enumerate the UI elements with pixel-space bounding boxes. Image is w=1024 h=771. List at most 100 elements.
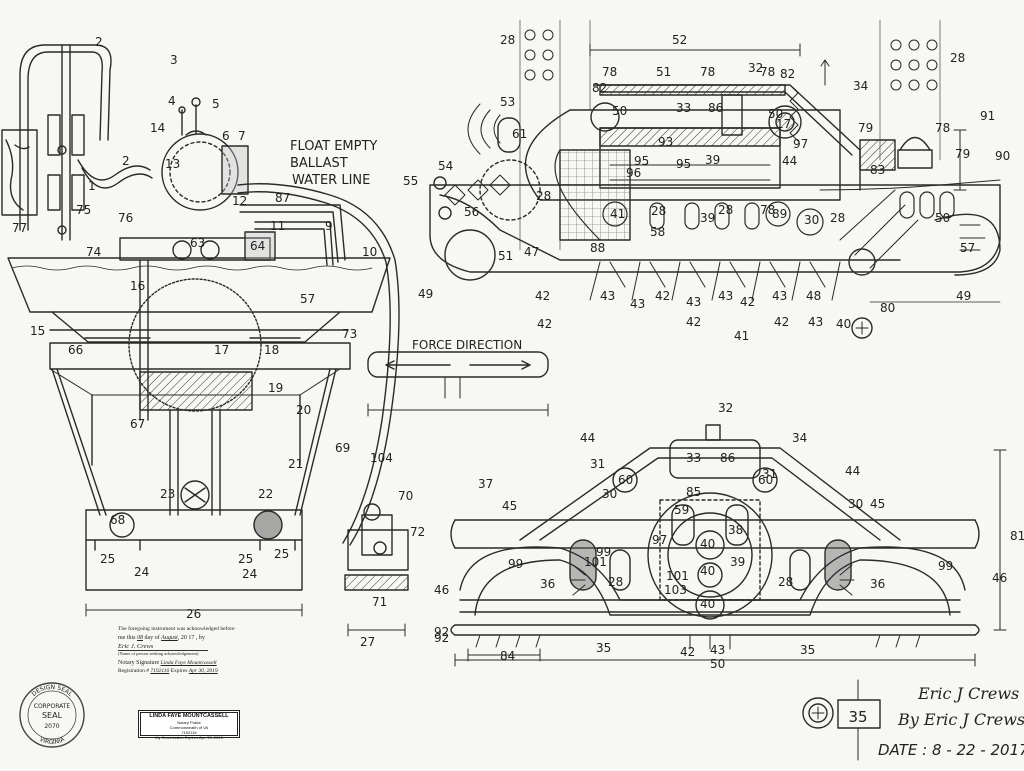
reference-numeral: 85 xyxy=(686,485,701,499)
reference-numeral: 81 xyxy=(1010,529,1024,543)
reference-numeral: 13 xyxy=(165,157,180,171)
notary-registration: 7192116 xyxy=(150,668,170,674)
reference-numeral: 41 xyxy=(610,207,625,221)
reference-numeral: 24 xyxy=(134,565,149,579)
reference-numeral: 60 xyxy=(758,473,773,487)
reference-numeral: 28 xyxy=(536,189,551,203)
reference-numeral: 57 xyxy=(300,292,315,306)
reference-numeral: 20 xyxy=(296,403,311,417)
notary-day: 08 xyxy=(137,635,143,641)
reference-numeral: 92 xyxy=(434,631,449,645)
reference-numeral: 70 xyxy=(398,489,413,503)
reference-numeral: 38 xyxy=(728,523,743,537)
top-right-vessel-drawing xyxy=(429,19,1001,339)
reference-numeral: 54 xyxy=(438,159,453,173)
reference-numeral: 79 xyxy=(955,147,970,161)
notary-acknowledgement-block: The foregoing instrument was acknowledge… xyxy=(118,626,278,674)
reference-numeral: 83 xyxy=(870,163,885,177)
reference-numeral: 82 xyxy=(592,81,607,95)
reference-numeral: 93 xyxy=(658,135,673,149)
notary-line2-prefix: me this xyxy=(118,635,136,641)
reference-numeral: 101 xyxy=(666,569,689,583)
notary-registration-line: Registration # 7192116 Expires Apr 30, 2… xyxy=(118,668,278,674)
reference-numeral: 82 xyxy=(780,67,795,81)
reference-numeral: 39 xyxy=(705,153,720,167)
reference-numeral: 57 xyxy=(960,241,975,255)
reference-numeral: 34 xyxy=(792,431,807,445)
reference-numeral: 2 xyxy=(95,35,103,49)
reference-numeral: 25 xyxy=(274,547,289,561)
reference-numeral: 10 xyxy=(362,245,377,259)
reference-numeral: 77 xyxy=(12,221,27,235)
reference-numeral: 9 xyxy=(325,219,333,233)
reference-numeral: 18 xyxy=(264,343,279,357)
reference-numeral: 3 xyxy=(170,53,178,67)
reference-numeral: 43 xyxy=(808,315,823,329)
reference-numeral: 45 xyxy=(870,497,885,511)
stamp-line4: 7192116 xyxy=(181,730,197,735)
reference-numeral: 61 xyxy=(512,127,527,141)
notary-stamp: LINDA FAYE MOUNTCASSELL Notary Public Co… xyxy=(138,710,240,740)
reference-numeral: 17 xyxy=(776,117,791,131)
reference-numeral: 24 xyxy=(242,567,257,581)
reference-numeral: 49 xyxy=(956,289,971,303)
signature-date: DATE : 8 - 22 - 2017 xyxy=(878,741,1024,759)
reference-numeral: 56 xyxy=(464,205,479,219)
reference-numeral: 40 xyxy=(836,317,851,331)
notary-expires: Apr 30, 2019 xyxy=(188,668,218,674)
reference-numeral: 1 xyxy=(88,179,96,193)
reference-numeral: 104 xyxy=(370,451,393,465)
reference-numeral: 88 xyxy=(590,241,605,255)
notary-month: August xyxy=(161,635,178,641)
float-water-line-annotation-2: BALLAST xyxy=(290,156,348,171)
reference-numeral: 96 xyxy=(626,166,641,180)
reference-numeral: 25 xyxy=(238,552,253,566)
reference-numeral: 73 xyxy=(342,327,357,341)
reference-numeral: 34 xyxy=(853,79,868,93)
reference-numeral: 42 xyxy=(655,289,670,303)
seal-center-text: SEAL xyxy=(42,711,63,720)
reference-numeral: 97 xyxy=(652,533,667,547)
reference-numeral: 44 xyxy=(782,154,797,168)
notary-signer-caption: (Name of person seeking acknowledgement) xyxy=(118,651,199,656)
reference-numeral: 40 xyxy=(700,597,715,611)
reference-numeral: 41 xyxy=(734,329,749,343)
reference-numeral: 52 xyxy=(672,33,687,47)
reference-numeral: 78 xyxy=(760,65,775,79)
reference-numeral: 43 xyxy=(710,643,725,657)
reference-numeral: 101 xyxy=(584,555,607,569)
reference-numeral: 28 xyxy=(778,575,793,589)
reference-numeral: 97 xyxy=(793,137,808,151)
reference-numeral: 17 xyxy=(214,343,229,357)
reference-numeral: 5 xyxy=(212,97,220,111)
reference-numeral: 67 xyxy=(130,417,145,431)
reference-numeral: 86 xyxy=(720,451,735,465)
reference-numeral: 46 xyxy=(434,583,449,597)
reference-numeral: 95 xyxy=(634,154,649,168)
reference-numeral: 80 xyxy=(880,301,895,315)
reference-numeral: 78 xyxy=(760,203,775,217)
reference-numeral: 35 xyxy=(596,641,611,655)
reference-numeral: 40 xyxy=(700,564,715,578)
notary-line2: me this 08 day of August, 20 17 , by xyxy=(118,635,278,641)
reference-numeral: 72 xyxy=(410,525,425,539)
reference-numeral: 50 xyxy=(935,211,950,225)
reference-numeral: 58 xyxy=(650,225,665,239)
reference-numeral: 26 xyxy=(186,607,201,621)
reference-numeral: 84 xyxy=(500,649,515,663)
reference-numeral: 51 xyxy=(498,249,513,263)
reference-numeral: 28 xyxy=(830,211,845,225)
reference-numeral: 48 xyxy=(806,289,821,303)
reference-numeral: 75 xyxy=(76,203,91,217)
reference-numeral: 40 xyxy=(700,537,715,551)
reference-numeral: 27 xyxy=(360,635,375,649)
reference-numeral: 86 xyxy=(708,101,723,115)
reference-numeral: 31 xyxy=(762,467,777,481)
bottom-right-front-view-drawing xyxy=(450,424,1007,667)
corporate-seal: DESIGN SEAL VIRGINIA CORPORATE SEAL 2070 xyxy=(19,682,85,748)
reference-numeral: 31 xyxy=(590,457,605,471)
reference-numeral: 28 xyxy=(950,51,965,65)
reference-numeral: 99 xyxy=(596,545,611,559)
